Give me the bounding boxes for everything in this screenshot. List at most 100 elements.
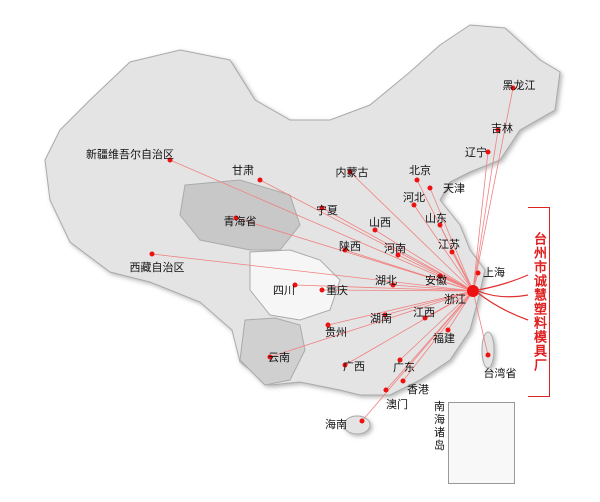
province-dot <box>382 312 388 318</box>
province-label: 安徽 <box>425 274 447 287</box>
province-dot <box>445 327 451 333</box>
route-lines <box>151 87 514 422</box>
province-label: 云南 <box>268 351 290 364</box>
province-label: 辽宁 <box>465 146 487 159</box>
route-line <box>451 251 474 292</box>
province-label: 江苏 <box>438 238 460 251</box>
route-line <box>259 179 474 292</box>
route-line <box>344 290 474 366</box>
province-label: 天津 <box>443 182 465 195</box>
route-line <box>169 159 474 292</box>
province-dot <box>467 285 479 297</box>
province-dot <box>383 387 389 393</box>
route-line <box>472 151 489 292</box>
province-label: 宁夏 <box>316 204 338 217</box>
province-label: 广东 <box>393 361 415 374</box>
company-name-box: 台州市诚慧塑料模具厂 <box>528 207 550 397</box>
province-dot <box>414 177 420 183</box>
province-dot <box>449 249 455 255</box>
route-line <box>439 275 474 292</box>
route-line <box>472 290 489 356</box>
route-line <box>327 290 474 326</box>
province-label: 山东 <box>425 212 447 225</box>
province-label: 山西 <box>369 216 391 229</box>
province-dot <box>372 227 378 233</box>
route-line <box>235 217 474 292</box>
province-dot <box>411 202 417 208</box>
route-line <box>429 187 474 292</box>
province-dot <box>319 205 325 211</box>
yunnan-region <box>239 317 306 386</box>
province-dot <box>257 177 263 183</box>
route-line <box>472 129 499 292</box>
province-label: 新疆维吾尔自治区 <box>86 148 174 161</box>
province-dot <box>267 354 273 360</box>
south-china-sea-label: 南海诸岛 <box>434 400 445 452</box>
province-label: 内蒙古 <box>335 166 369 179</box>
province-dot <box>495 127 501 133</box>
company-connector <box>477 274 529 321</box>
route-line <box>349 171 474 292</box>
hainan-island <box>343 415 371 435</box>
province-dot <box>342 362 348 368</box>
province-dot <box>400 378 406 384</box>
province-label: 甘肃 <box>232 164 254 177</box>
province-dot <box>390 282 396 288</box>
province-label: 海南 <box>325 418 347 431</box>
province-label: 江西 <box>413 306 435 319</box>
route-line <box>399 290 474 361</box>
province-label: 北京 <box>409 164 431 177</box>
route-line <box>447 290 474 331</box>
province-label: 湖北 <box>375 274 397 287</box>
province-dots <box>149 85 516 424</box>
province-dot <box>395 252 401 258</box>
province-label: 广西 <box>343 360 365 373</box>
province-label: 上海 <box>483 266 505 279</box>
province-label: 台湾省 <box>483 367 517 380</box>
route-line <box>321 289 474 292</box>
province-label: 贵州 <box>325 326 347 339</box>
province-label: 湖南 <box>370 312 392 325</box>
route-line <box>294 284 474 292</box>
route-line <box>269 290 474 358</box>
province-dot <box>510 85 516 91</box>
province-dot <box>149 251 155 257</box>
route-line <box>361 290 474 422</box>
province-label: 西藏自治区 <box>129 261 185 274</box>
province-label: 河南 <box>384 242 406 255</box>
province-label: 青海省 <box>223 215 257 228</box>
province-label: 福建 <box>433 332 455 345</box>
province-label: 四川 <box>273 284 295 297</box>
route-line <box>344 249 474 292</box>
province-dot <box>325 322 331 328</box>
route-line <box>392 284 474 292</box>
province-dot <box>167 157 173 163</box>
route-line <box>472 87 514 292</box>
province-dot <box>347 169 353 175</box>
route-line <box>384 290 474 316</box>
south-china-sea-inset <box>448 402 515 484</box>
route-line <box>402 290 474 382</box>
province-dot <box>475 270 481 276</box>
route-line <box>413 204 474 292</box>
province-dot <box>485 149 491 155</box>
route-line <box>321 207 474 292</box>
province-dot <box>342 247 348 253</box>
province-label: 澳门 <box>386 398 408 411</box>
province-dot <box>427 185 433 191</box>
province-dot <box>422 315 428 321</box>
province-dot <box>319 287 325 293</box>
province-dot <box>437 222 443 228</box>
province-label: 吉林 <box>491 122 513 135</box>
route-line <box>374 229 474 292</box>
province-label: 黑龙江 <box>502 79 536 92</box>
route-line <box>151 253 474 292</box>
province-dot <box>397 357 403 363</box>
province-dot <box>233 215 239 221</box>
province-label: 香港 <box>407 383 429 396</box>
province-label: 陕西 <box>339 240 361 253</box>
province-dot <box>359 418 365 424</box>
province-dot <box>437 273 443 279</box>
